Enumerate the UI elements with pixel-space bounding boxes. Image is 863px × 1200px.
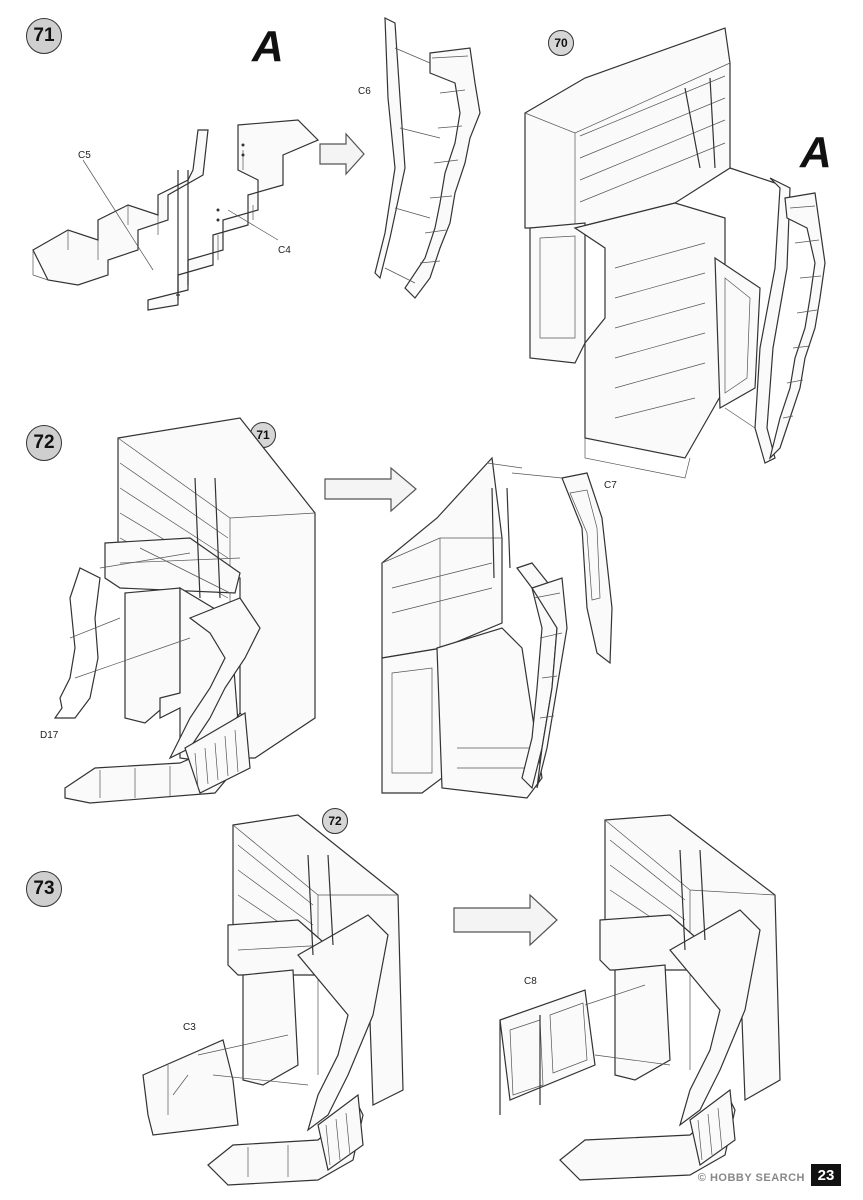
- part-label-c8: C8: [524, 976, 537, 987]
- stair-parts-drawing: [32, 119, 320, 311]
- step-arrow: [319, 132, 365, 176]
- bus-panel-assembly-drawing: [142, 814, 404, 1186]
- step-number-badge: 73: [26, 871, 62, 907]
- part-label-c6: C6: [358, 86, 371, 97]
- part-label-c7: C7: [604, 480, 617, 491]
- page-number: 23: [811, 1164, 841, 1186]
- reference-step-badge: 72: [322, 808, 348, 834]
- step-arrow: [453, 893, 558, 947]
- part-label-c3: C3: [183, 1022, 196, 1033]
- assembly-letter: A: [252, 22, 284, 71]
- watermark: © HOBBY SEARCH: [697, 1172, 805, 1184]
- step-number-badge: 72: [26, 425, 62, 461]
- bus-body-assembly-drawing: [524, 27, 826, 479]
- step-arrow: [324, 466, 417, 513]
- assembly-letter-callout: A: [800, 128, 832, 177]
- bus-door-assembly-drawing: [381, 456, 613, 799]
- part-label-d17: D17: [40, 730, 59, 741]
- part-label-c5: C5: [78, 150, 91, 161]
- bus-panel-c8-assembly-drawing: [499, 814, 781, 1181]
- reference-step-badge: 70: [548, 30, 574, 56]
- stair-assembly-drawing: [374, 17, 481, 299]
- bus-stairs-assembly-drawing: [53, 417, 316, 804]
- part-label-c4: C4: [278, 245, 291, 256]
- step-number-badge: 71: [26, 18, 62, 54]
